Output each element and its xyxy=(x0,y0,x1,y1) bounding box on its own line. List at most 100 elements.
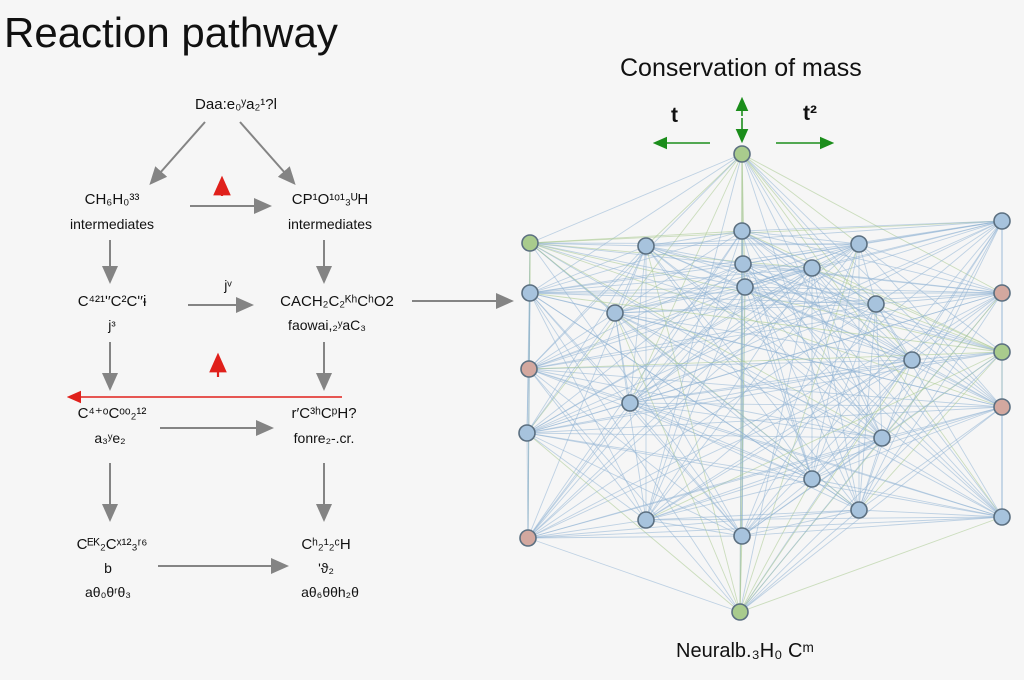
network-edge xyxy=(529,292,647,521)
network-edge xyxy=(744,220,1003,288)
network-edge xyxy=(526,220,1003,434)
middle-mark: jᵛ xyxy=(224,277,232,293)
network-edge xyxy=(744,286,1003,294)
network-edge xyxy=(645,267,813,521)
network-edge xyxy=(742,263,813,269)
network-edge xyxy=(528,368,647,521)
network-edge xyxy=(858,509,1003,518)
network-node xyxy=(903,351,921,369)
right-node-1-formula: CP¹O¹ᵒ¹₃ᵁH xyxy=(291,191,369,208)
bottom-left-label: aθ₀θʳθ₃ xyxy=(84,584,132,600)
network-edge xyxy=(526,153,743,434)
network-node xyxy=(521,284,539,302)
network-node xyxy=(731,603,749,621)
network-nodes xyxy=(518,145,1011,621)
network-edge xyxy=(744,286,913,361)
network-edge xyxy=(614,230,743,314)
network-node xyxy=(993,212,1011,230)
network-edge xyxy=(741,516,1003,537)
network-edge xyxy=(614,267,813,314)
right-node-4-label: ʹϑ₂ xyxy=(318,560,334,576)
network-edge xyxy=(614,292,1003,314)
network-edge xyxy=(811,292,1003,480)
network-node xyxy=(803,259,821,277)
network-edge xyxy=(858,303,877,511)
network-edge xyxy=(526,245,647,434)
network-node xyxy=(993,284,1011,302)
network-edge xyxy=(526,432,741,613)
network-edge xyxy=(526,402,631,434)
network-edge xyxy=(741,303,877,537)
network-edge xyxy=(645,245,813,480)
network-node xyxy=(733,145,751,163)
network-node xyxy=(867,295,885,313)
network-edge xyxy=(529,153,743,294)
left-node-3-formula: C⁴⁺ᵒCᵒᵒ₂¹² xyxy=(77,405,147,422)
network-edge xyxy=(526,351,1003,434)
network-node xyxy=(733,527,751,545)
network-edge xyxy=(858,437,883,511)
left-node-1-label: intermediates xyxy=(69,216,155,232)
network-edge xyxy=(629,402,1003,518)
network-edge xyxy=(614,243,860,314)
network-edge xyxy=(739,516,1003,613)
network-caption: Neuralb.₃H₀ Cᵐ xyxy=(676,640,814,662)
network-edge xyxy=(629,267,813,404)
network-edge xyxy=(741,478,813,537)
network-edge xyxy=(629,402,860,511)
network-edge xyxy=(811,478,1003,518)
arrow-top-to-right xyxy=(239,121,296,185)
left-node-1-formula: CH₆H₀³³ xyxy=(84,191,140,208)
network-edge xyxy=(645,437,883,521)
network-edge xyxy=(629,286,746,404)
network-edge xyxy=(527,406,1003,539)
network-edge xyxy=(629,359,913,404)
network-edge xyxy=(739,351,1003,613)
network-edge xyxy=(875,303,1003,408)
network-node xyxy=(637,237,655,255)
conservation-left-label: t xyxy=(671,104,678,127)
network-edge xyxy=(529,220,1003,244)
network-edge xyxy=(527,537,741,613)
network-edge xyxy=(527,519,647,539)
network-edge xyxy=(741,230,913,361)
conservation-right-label: t² xyxy=(803,102,817,125)
network-edge xyxy=(858,220,1003,511)
network-edge xyxy=(528,267,813,370)
network-node xyxy=(734,255,752,273)
conservation-title: Conservation of mass xyxy=(620,54,862,82)
network-edge xyxy=(529,267,813,294)
network-edge xyxy=(811,267,1003,353)
network-node xyxy=(850,501,868,519)
left-node-3-label: a₃ʸe₂ xyxy=(94,430,126,446)
network-edge xyxy=(875,303,1003,353)
left-node-4-formula: Cᴱᴷ₂Cˣ¹²₃ʳ⁶ xyxy=(76,536,148,553)
network-edge xyxy=(528,351,1003,370)
network-edge xyxy=(741,509,860,537)
network-edge xyxy=(529,292,631,404)
network-edge xyxy=(645,153,743,521)
network-edge xyxy=(614,312,883,439)
network-edge xyxy=(645,406,1003,521)
network-edge xyxy=(741,153,1003,294)
diagram-title: Reaction pathway xyxy=(4,9,338,56)
network-edge xyxy=(811,267,913,361)
network-edge xyxy=(645,230,743,247)
network-edge xyxy=(614,286,746,314)
left-node-2-label: jᶟ xyxy=(108,317,116,333)
network-edge xyxy=(527,535,743,539)
right-node-1-label: intermediates xyxy=(287,216,373,232)
network-edge xyxy=(741,153,813,269)
network-edge xyxy=(739,509,860,613)
network-edge xyxy=(526,406,1003,434)
network-edge xyxy=(527,303,877,539)
pathway-arrows xyxy=(102,121,514,574)
network-edge xyxy=(529,286,746,294)
network-edge xyxy=(629,351,1003,404)
network-edge xyxy=(529,230,743,294)
network-edge xyxy=(645,245,1003,353)
network-edge xyxy=(629,402,743,537)
network-edge xyxy=(614,312,741,613)
right-node-4-formula: Cʰ₂¹₂ᶜH xyxy=(301,536,351,553)
